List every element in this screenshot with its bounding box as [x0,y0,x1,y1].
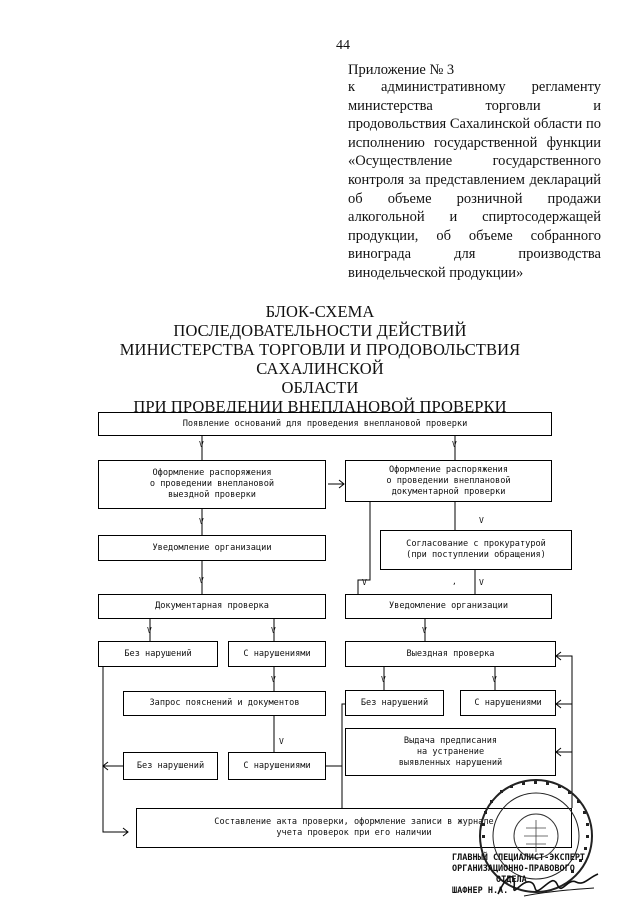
down-mark: V [279,737,284,746]
footer-position-1: ГЛАВНЫЙ СПЕЦИАЛИСТ-ЭКСПЕРТ [452,853,586,863]
box-grounds: Появление оснований для проведения внепл… [98,412,552,436]
prescription-label: Выдача предписания на устранение выявлен… [398,735,503,768]
footer-position-3: ОТДЕЛА [496,875,527,885]
notify-left-label: Уведомление организации [152,542,272,553]
title-line-1: БЛОК-СХЕМА [265,302,375,321]
down-mark: V [147,626,152,635]
no-violations-2-label: Без нарушений [360,697,429,708]
down-mark: V [422,626,427,635]
box-with-violations-3: С нарушениями [228,752,326,780]
onsite-check-label: Выездная проверка [406,648,495,659]
down-mark: V [452,440,457,449]
box-with-violations-2: С нарушениями [460,690,556,716]
documentary-check-label: Документарная проверка [155,601,269,611]
title-line-4: ОБЛАСТИ [281,378,359,397]
box-with-violations-1: С нарушениями [228,641,326,667]
box-documentary-check: Документарная проверка [98,594,326,619]
handwritten-signature [497,873,599,897]
page-number: 44 [336,38,350,53]
down-mark: V [271,675,276,684]
box-no-violations-1: Без нарушений [98,641,218,667]
with-violations-1-label: С нарушениями [243,648,311,659]
notify-right-label: Уведомление организации [389,601,508,611]
box-no-violations-2: Без нарушений [345,690,444,716]
request-docs-label: Запрос пояснений и документов [149,698,300,708]
order-documentary-label: Оформление распоряжения о проведении вне… [386,464,511,497]
box-request-docs: Запрос пояснений и документов [123,691,326,716]
grounds-label: Появление оснований для проведения внепл… [182,418,468,429]
down-mark: V [199,576,204,585]
appendix-text: к административному регламенту министерс… [348,79,601,281]
flowchart-title: БЛОК-СХЕМА ПОСЛЕДОВАТЕЛЬНОСТИ ДЕЙСТВИЙ М… [100,302,540,416]
down-mark: V [199,517,204,526]
order-onsite-label: Оформление распоряжения о проведении вне… [149,468,275,500]
down-mark: V [381,675,386,684]
down-mark: V [479,578,484,587]
no-violations-1-label: Без нарушений [124,648,192,659]
down-mark: V [199,440,204,449]
down-mark: V [362,578,367,587]
box-prescription: Выдача предписания на устранение выявлен… [345,728,556,776]
title-line-5: ПРИ ПРОВЕДЕНИИ ВНЕПЛАНОВОЙ ПРОВЕРКИ [133,397,507,416]
box-prosecutor-approval: Согласование с прокуратурой (при поступл… [380,530,572,570]
no-violations-3-label: Без нарушений [136,760,205,771]
box-order-onsite: Оформление распоряжения о проведении вне… [98,460,326,509]
appendix-heading: Приложение № 3 [348,62,455,78]
footer-position-2: ОРГАНИЗАЦИОННО-ПРАВОВОГО [452,864,575,874]
with-violations-2-label: С нарушениями [474,697,542,708]
down-mark: V [479,516,484,525]
box-onsite-check: Выездная проверка [345,641,556,667]
box-act: Составление акта проверки, оформление за… [136,808,572,848]
with-violations-3-label: С нарушениями [243,760,311,771]
box-no-violations-3: Без нарушений [123,752,218,780]
title-line-3: МИНИСТЕРСТВА ТОРГОВЛИ И ПРОДОВОЛЬСТВИЯ С… [119,340,521,378]
title-line-2: ПОСЛЕДОВАТЕЛЬНОСТИ ДЕЙСТВИЙ [173,321,467,340]
official-stamp-seal [479,779,593,893]
act-label: Составление акта проверки, оформление за… [214,817,494,838]
box-notify-left: Уведомление организации [98,535,326,561]
footer-signer: ШАФНЕР Н.А. [452,886,509,896]
down-mark: V [271,626,276,635]
prosecutor-approval-label: Согласование с прокуратурой (при поступл… [406,539,546,560]
stray-mark: , [452,577,457,586]
box-notify-right: Уведомление организации [345,594,552,619]
down-mark: V [492,675,497,684]
box-order-documentary: Оформление распоряжения о проведении вне… [345,460,552,502]
